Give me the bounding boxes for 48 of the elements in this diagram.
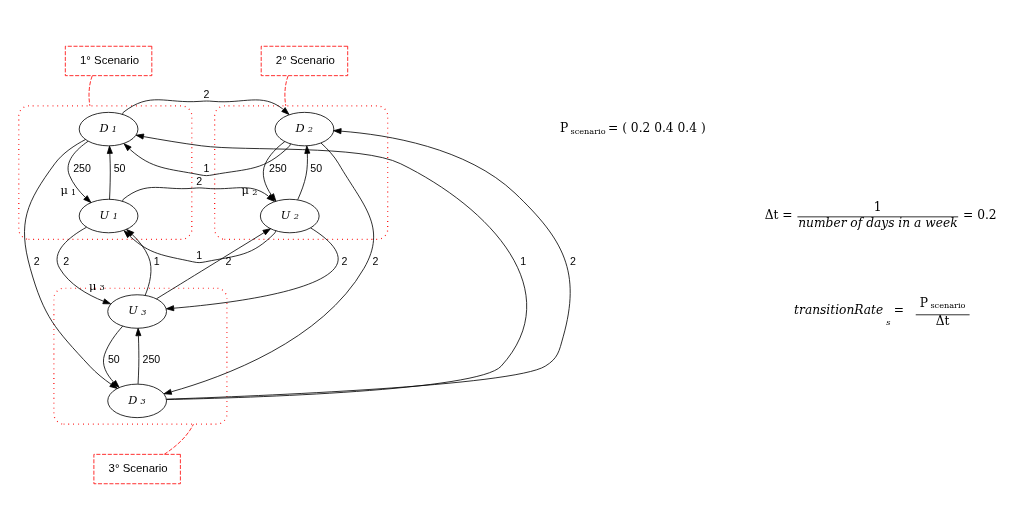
arrow [56,226,111,305]
arrow [296,145,310,201]
edge-label: 250 [142,353,160,366]
connector [163,423,194,455]
arrow [155,228,271,300]
arrow [163,142,374,395]
edge-label: 1 [519,255,526,268]
label: transitionRates = [793,302,904,327]
arrow [125,229,151,296]
connector [283,75,288,107]
edge-label: 2 [372,255,378,268]
connector [88,75,93,107]
label: 1 [873,200,881,215]
label: Δt [935,314,949,329]
label: number of days in a week [797,215,958,230]
edge-label: 2 [203,88,209,101]
arrow [123,230,276,264]
edge-label: 2 [340,255,347,268]
arrow [135,133,527,400]
node-box: 2° Scenario [260,45,348,77]
edge-label: 1 [203,161,209,174]
edge-label: 1 [153,255,160,268]
node-ellipse: U3 [106,294,167,329]
edge-label: 50 [107,353,120,366]
arrow [165,128,571,400]
edge-label: 2 [195,175,202,188]
arrow [67,140,91,203]
edge-label: 50 [113,162,125,175]
edge-label: 2 [569,255,576,268]
edge-label: 250 [72,162,91,175]
arrow [165,227,338,312]
node-box: 3° Scenario [92,453,181,485]
label: Pscenario = ( 0.2 0.4 0.4 ) [559,121,706,136]
arrow [123,143,291,177]
edge-label: 50 [309,162,322,175]
label: Pscenario [919,295,966,311]
edge-label: 250 [268,162,287,175]
arrow [121,99,289,115]
edge-label: 1 [195,248,202,261]
node-box: 1° Scenario [64,45,152,77]
edge-label: 2 [225,255,231,268]
arrow [134,327,141,385]
node-ellipse: U1 [78,198,138,234]
edge-label: 2 [33,255,40,268]
label: Δt = [764,207,793,222]
arrow [106,145,113,200]
label: = 0.2 [962,207,997,222]
edge-label: 2 [62,255,69,268]
